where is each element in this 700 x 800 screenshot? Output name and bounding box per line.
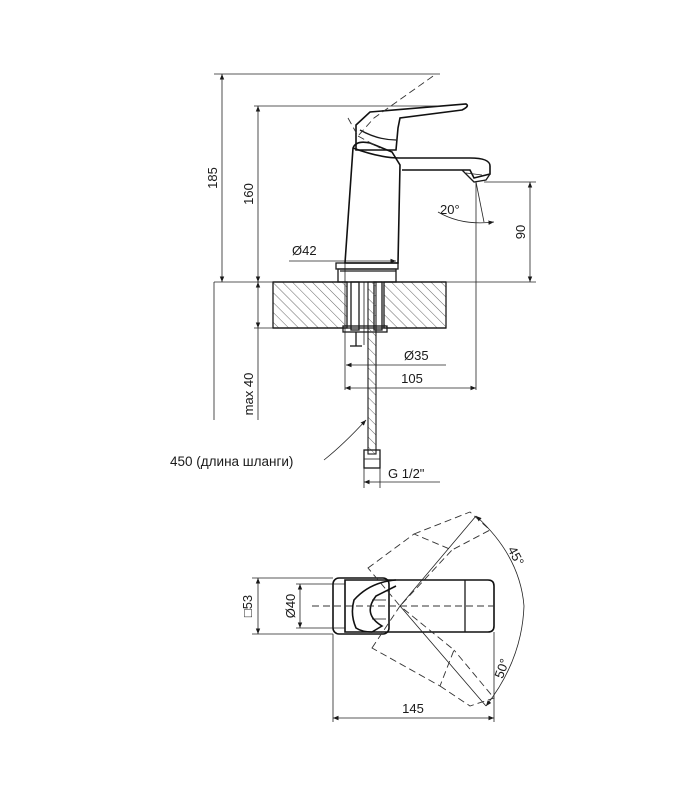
dim-spout-height: 90 [513, 182, 533, 282]
dim-base-square: □53 [240, 578, 261, 634]
dim-max-counter-text: max 40 [241, 373, 256, 416]
dim-body-diameter-text: Ø42 [292, 243, 317, 258]
hose [363, 281, 381, 469]
dim-thread: G 1/2" [364, 466, 440, 485]
dim-mount-hole: Ø35 [346, 348, 446, 368]
dim-body-height-text: 160 [241, 183, 256, 205]
dim-total-height-text: 185 [205, 167, 220, 189]
dim-spout-angle: 20° [437, 181, 495, 225]
mounting-stud [342, 281, 388, 347]
dim-max-counter: max 40 [241, 282, 261, 420]
rotation-arc [475, 515, 525, 707]
dim-spout-reach: 105 [345, 371, 476, 391]
handle-rotation-outlines [367, 511, 495, 707]
faucet-body [344, 73, 491, 264]
dim-base-square-text: □53 [240, 595, 255, 617]
dim-total-height: 185 [205, 74, 225, 282]
leader-hose-length: 450 (длина шланги) [170, 419, 367, 469]
dim-length-text: 145 [402, 701, 424, 716]
dim-rotation-right-text: 50° [491, 657, 512, 681]
dim-spout-height-text: 90 [513, 225, 528, 239]
dim-spout-angle-text: 20° [440, 202, 460, 217]
dim-rotation-left-text: 45° [505, 544, 527, 568]
extension-lines [213, 73, 536, 488]
dim-base-diameter-text: Ø40 [283, 594, 298, 619]
dim-thread-text: G 1/2" [388, 466, 425, 481]
dim-mount-hole-text: Ø35 [404, 348, 429, 363]
hose-length-text: 450 (длина шланги) [170, 454, 293, 469]
dim-length: 145 [333, 701, 494, 721]
dim-body-diameter: Ø42 [289, 243, 396, 264]
top-view: 45° 50° □53 Ø40 145 [240, 511, 527, 722]
dim-body-height: 160 [241, 106, 261, 282]
dim-spout-reach-text: 105 [401, 371, 423, 386]
side-view: 185 160 Ø42 90 20° Ø35 [170, 73, 536, 488]
dim-base-diameter: Ø40 [283, 584, 303, 628]
